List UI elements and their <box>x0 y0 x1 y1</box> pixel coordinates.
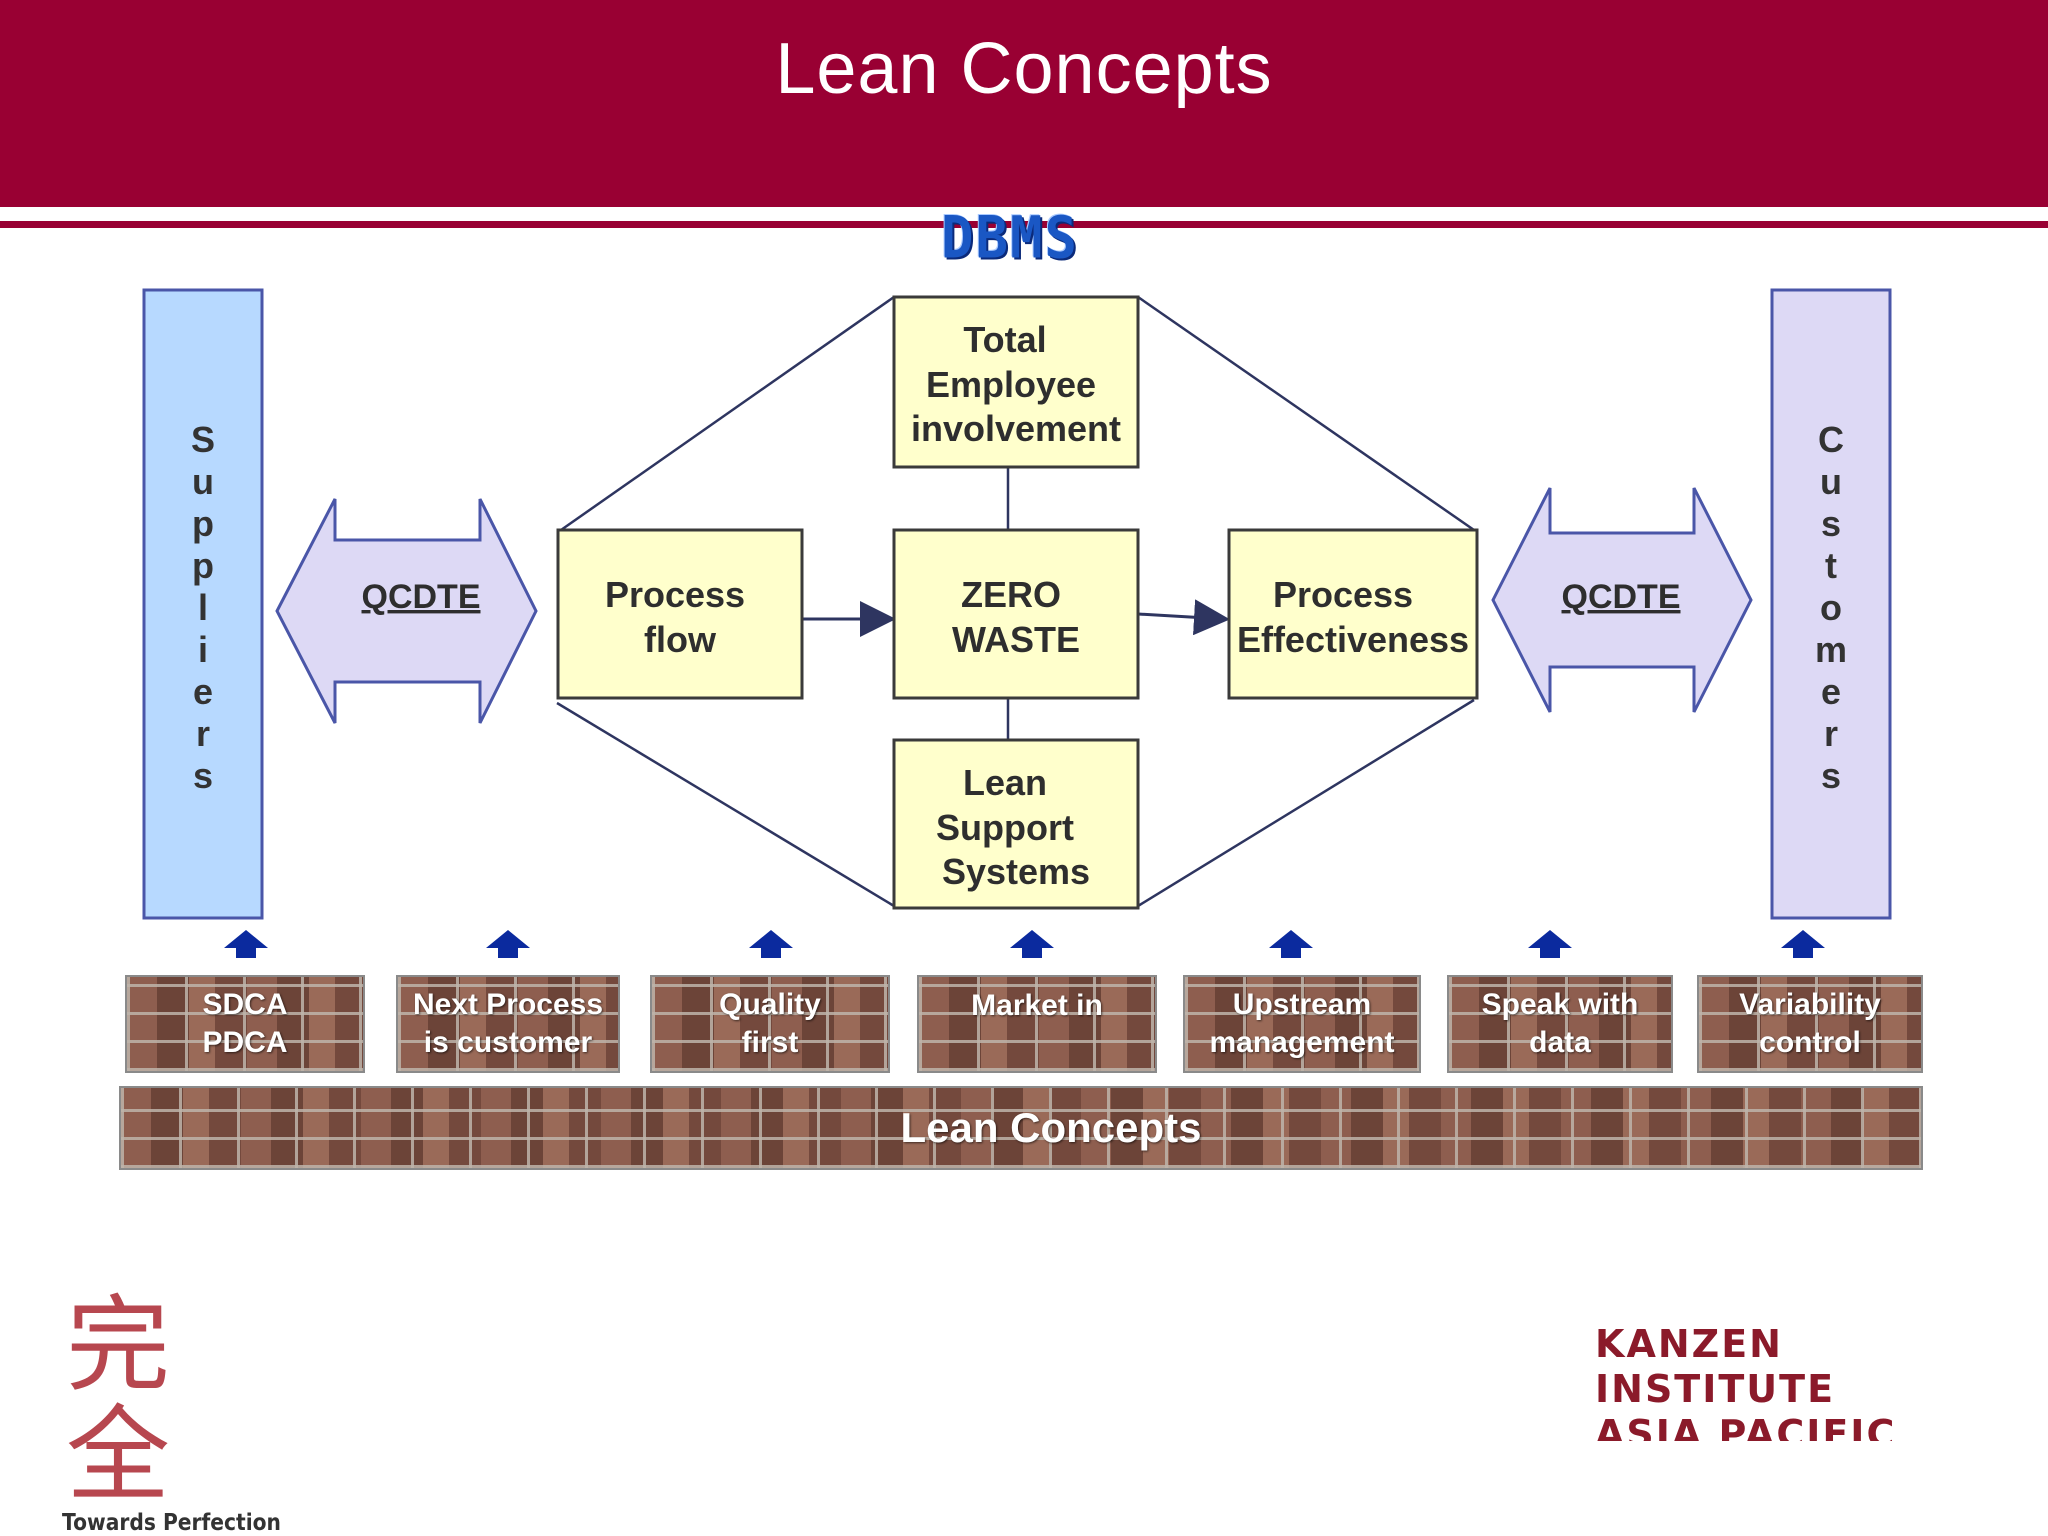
logo-line: INSTITUTE <box>1595 1367 1836 1411</box>
suppliers-column <box>142 288 264 920</box>
pillar-variability-control: Variability control <box>1697 975 1923 1073</box>
pillar-label: Upstream <box>1232 988 1372 1021</box>
right-double-arrow <box>1491 487 1753 713</box>
box-process-flow <box>556 528 804 700</box>
vertical-letter: p <box>192 503 214 544</box>
kanzen-institute-logo: KANZEN INSTITUTE ASIA PACIFIC <box>1595 1322 1895 1441</box>
up-arrow-icon <box>1781 930 1825 958</box>
box-total-employee-involvement <box>892 295 1140 469</box>
vertical-letter: p <box>192 545 214 586</box>
pillar-speak-with-data: Speak with data <box>1447 975 1673 1073</box>
pillar-label: Market in <box>971 989 1103 1022</box>
box-right-text: Process Effectiveness <box>1237 574 1469 660</box>
box-center-text: ZERO WASTE <box>952 574 1080 660</box>
diamond-lines <box>556 295 1475 908</box>
pillar-label: Quality <box>719 988 821 1021</box>
box-lean-support-systems <box>892 738 1140 910</box>
flow-arrow-right <box>1137 599 1230 636</box>
customers-column <box>1770 288 1892 920</box>
left-double-arrow <box>275 498 538 724</box>
vertical-letter: C <box>1818 419 1844 460</box>
box-zero-waste <box>892 528 1140 700</box>
pillar-sdca-pdca: SDCA PDCA <box>125 975 365 1073</box>
up-arrow-icon <box>1010 930 1054 958</box>
foundation-bar: Lean Concepts <box>119 1086 1923 1170</box>
vertical-letter: r <box>196 713 210 754</box>
pillar-label: Speak with <box>1481 988 1639 1021</box>
box-process-effectiveness <box>1227 528 1479 700</box>
up-arrow-icon <box>1269 930 1313 958</box>
slide-title: Lean Concepts <box>775 29 1273 109</box>
box-bottom-text: Lean Support Systems <box>936 762 1090 892</box>
vertical-letter: u <box>192 461 214 502</box>
pillar-label: is customer <box>423 1026 593 1059</box>
kanzen-logo: 完全 Towards Perfection <box>62 1284 281 1536</box>
vertical-letter: s <box>193 755 213 796</box>
vertical-letter: e <box>193 671 213 712</box>
left-arrow-label: QCDTE <box>362 578 481 616</box>
vertical-letter: s <box>1821 755 1841 796</box>
box-left-text: Process flow <box>605 574 755 660</box>
vertical-letter: i <box>198 629 208 670</box>
title-bar: Lean Concepts <box>0 0 2048 207</box>
logo-tagline: Towards Perfection <box>62 1510 281 1536</box>
pillar-label: Next Process <box>412 988 604 1021</box>
pillar-arrows <box>224 930 1825 958</box>
pillar-quality-first: Quality first <box>650 975 890 1073</box>
up-arrow-icon <box>749 930 793 958</box>
foundation-label: Lean Concepts <box>900 1104 1202 1151</box>
vertical-letter: s <box>1821 503 1841 544</box>
up-arrow-icon <box>486 930 530 958</box>
header-rule <box>0 221 2048 228</box>
pillar-label: SDCA <box>202 988 288 1021</box>
right-arrow-label: QCDTE <box>1562 578 1681 616</box>
logo-kanji: 完全 <box>66 1284 170 1516</box>
logo-line: KANZEN <box>1595 1322 1783 1366</box>
pillar-label: data <box>1529 1026 1591 1059</box>
box-top-text: Total Employee involvement <box>911 319 1121 449</box>
vertical-letter: S <box>191 419 215 460</box>
pillar-market-in: Market in <box>917 975 1157 1073</box>
vertical-letter: l <box>198 587 208 628</box>
up-arrow-icon <box>224 930 268 958</box>
vertical-letter: r <box>1824 713 1838 754</box>
vertical-letter: m <box>1815 629 1847 670</box>
brand-logo: DBMS <box>940 203 1080 272</box>
pillar-label: management <box>1209 1026 1395 1059</box>
up-arrow-icon <box>1528 930 1572 958</box>
pillar-label: control <box>1759 1026 1861 1059</box>
pillar-upstream-management: Upstream management <box>1183 975 1421 1073</box>
logo-line: ASIA PACIFIC <box>1595 1412 1895 1441</box>
vertical-letter: u <box>1820 461 1842 502</box>
vertical-letter: t <box>1825 545 1837 586</box>
pillar-next-process: Next Process is customer <box>396 975 620 1073</box>
vertical-letter: o <box>1820 587 1842 628</box>
pillar-label: first <box>741 1026 799 1059</box>
pillar-label: Variability <box>1739 988 1881 1021</box>
vertical-letter: e <box>1821 671 1841 712</box>
pillar-label: PDCA <box>202 1026 288 1059</box>
